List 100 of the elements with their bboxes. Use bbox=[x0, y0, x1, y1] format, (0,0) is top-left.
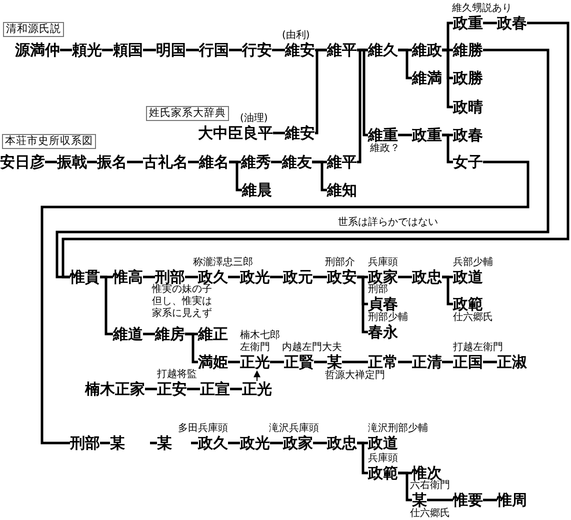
connector-line bbox=[191, 442, 198, 444]
person-name: 女子 bbox=[453, 154, 483, 170]
connector-line bbox=[357, 48, 368, 164]
connector-line bbox=[357, 48, 368, 136]
connector-line bbox=[398, 48, 412, 80]
annotation-text: 刑部 bbox=[368, 284, 388, 296]
connector-line bbox=[127, 160, 143, 164]
person-name: 維安 bbox=[285, 42, 315, 58]
person-name: 某 bbox=[412, 492, 427, 508]
person-name: 某 bbox=[327, 354, 342, 370]
connector-line bbox=[398, 276, 412, 278]
person-name: 源満仲 bbox=[15, 42, 60, 58]
person-name: 政忠 bbox=[412, 269, 442, 285]
annotation-text: 兵部少輔 bbox=[453, 257, 493, 269]
person-name: 正淑 bbox=[497, 354, 527, 370]
person-name: 維房 bbox=[155, 326, 185, 342]
person-name: 貞春 bbox=[368, 296, 398, 312]
person-name: 政光 bbox=[240, 269, 270, 285]
connector-line bbox=[357, 442, 368, 474]
person-name: 政春 bbox=[453, 127, 483, 143]
person-name: 頼光 bbox=[72, 42, 102, 58]
person-name: 維満 bbox=[412, 70, 442, 86]
connector-line bbox=[230, 388, 242, 390]
person-name: 維安 bbox=[285, 125, 315, 141]
person-name: 維友 bbox=[282, 154, 312, 170]
annotation-text: 兵庫頭 bbox=[368, 257, 398, 269]
person-name: 政勝 bbox=[453, 70, 483, 86]
person-name: 政久 bbox=[198, 435, 228, 451]
person-name: 正光 bbox=[242, 381, 272, 397]
connector-line bbox=[102, 48, 113, 52]
person-name: 正常 bbox=[368, 354, 398, 370]
annotation-text: 楠木七郎左衛門 bbox=[240, 330, 280, 354]
person-name: 維勝 bbox=[453, 42, 483, 58]
person-name: 某 bbox=[110, 435, 125, 451]
connector-line bbox=[483, 360, 497, 364]
connector-line bbox=[145, 388, 157, 390]
annotation-text: (由利) bbox=[282, 30, 310, 42]
connector-line bbox=[87, 160, 97, 164]
annotation-text: 兵庫頭 bbox=[368, 453, 398, 465]
person-name: 政忠 bbox=[327, 435, 357, 451]
connector-line bbox=[398, 472, 412, 502]
person-name: 満姫 bbox=[198, 354, 228, 370]
person-name: 惟貫 bbox=[70, 269, 100, 285]
connector-line bbox=[188, 160, 199, 164]
person-name: 正国 bbox=[453, 354, 483, 370]
person-name: 刑部 bbox=[155, 269, 185, 285]
connector-line bbox=[228, 442, 240, 444]
person-name: 政重 bbox=[412, 127, 442, 143]
annotation-text: 仕六郷氏 bbox=[410, 508, 450, 520]
connector-line bbox=[398, 134, 412, 136]
person-name: 維正 bbox=[198, 326, 228, 342]
person-name: 惟要 bbox=[453, 492, 483, 508]
source-label: 清和源氏説 bbox=[3, 22, 64, 37]
connector-line bbox=[270, 360, 284, 364]
connector-line bbox=[315, 48, 327, 134]
connector-line bbox=[273, 132, 285, 134]
person-name: 政晴 bbox=[453, 99, 483, 115]
annotation-text: 哲源大禅定門 bbox=[325, 370, 385, 382]
connector-line bbox=[442, 276, 453, 306]
annotation-text: 打越左衛門 bbox=[453, 342, 503, 354]
annotation-text: 維久甥説あり bbox=[452, 3, 512, 15]
person-name: 政家 bbox=[368, 269, 398, 285]
connector-line bbox=[100, 442, 110, 444]
annotation-text: 刑部介 bbox=[325, 257, 355, 269]
connector-line bbox=[150, 442, 157, 444]
person-name: 明国 bbox=[156, 42, 186, 58]
person-name: 振名 bbox=[97, 154, 127, 170]
annotation-text: 滝沢兵庫頭 bbox=[269, 423, 319, 435]
person-name: 政光 bbox=[240, 435, 270, 451]
annotation-text: 称瀧澤忠三郎 bbox=[193, 257, 253, 269]
annotation-text: 打越将監 bbox=[157, 369, 197, 381]
person-name: 行国 bbox=[199, 42, 229, 58]
connector-line bbox=[187, 388, 200, 390]
person-name: 古礼名 bbox=[143, 154, 188, 170]
person-name: 刑部 bbox=[70, 435, 100, 451]
person-name: 政道 bbox=[453, 269, 483, 285]
connector-line bbox=[143, 332, 155, 336]
person-name: 行安 bbox=[242, 42, 272, 58]
connector-line bbox=[272, 48, 285, 52]
connector-line bbox=[442, 48, 453, 108]
person-name: 維知 bbox=[327, 182, 357, 198]
person-name: 維久 bbox=[368, 42, 398, 58]
person-name: 政範 bbox=[453, 296, 483, 312]
connector-line bbox=[427, 498, 453, 502]
connector-line bbox=[314, 360, 327, 364]
person-name: 維平 bbox=[327, 154, 357, 170]
connector-line bbox=[483, 498, 497, 502]
person-name: 政元 bbox=[283, 269, 313, 285]
connector-line bbox=[342, 360, 368, 364]
connector-line bbox=[270, 442, 283, 444]
connector-line bbox=[442, 134, 453, 164]
source-label: 本荘市史所収系図 bbox=[2, 134, 96, 149]
annotation-text: 六右衛門 bbox=[410, 480, 450, 492]
annotation-text: 内越左門大夫 bbox=[282, 342, 342, 354]
connector-line bbox=[398, 360, 412, 364]
person-name: 正賢 bbox=[284, 354, 314, 370]
person-name: 正清 bbox=[412, 354, 442, 370]
person-name: 維重 bbox=[368, 127, 398, 143]
person-name: 維道 bbox=[113, 326, 143, 342]
person-name: 維名 bbox=[199, 154, 229, 170]
